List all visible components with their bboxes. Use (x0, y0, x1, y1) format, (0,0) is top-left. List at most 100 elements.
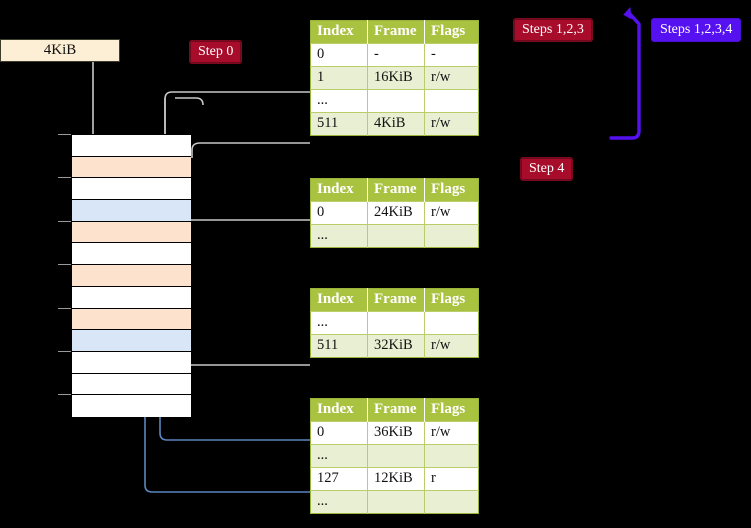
cell-index: ... (310, 311, 368, 335)
badge-step-0-label: Step 0 (198, 44, 234, 59)
column-header-flags: Flags (424, 398, 479, 422)
memory-frame-row (72, 178, 191, 201)
memory-tick-mark (58, 394, 71, 396)
connector-table2-elbow (178, 308, 310, 366)
source-size-label: 4KiB (43, 42, 77, 58)
cell-index: 0 (310, 43, 368, 67)
cell-flags: - (424, 43, 479, 67)
cell-frame: 36KiB (367, 421, 425, 445)
page-table-1-header-row: Index Frame Flags (310, 178, 479, 202)
cell-flags: r (424, 467, 479, 491)
connector-table1-elbow (178, 219, 310, 252)
cell-index: ... (310, 224, 368, 248)
memory-frame-row (72, 135, 191, 157)
memory-tick-mark (58, 177, 71, 179)
column-header-frame: Frame (367, 20, 425, 44)
badge-step-0: Step 0 (189, 40, 243, 64)
cell-index: 511 (310, 334, 368, 358)
physical-memory-column (71, 134, 191, 417)
page-table-2-header-row: Index Frame Flags (310, 288, 479, 312)
column-header-flags: Flags (424, 178, 479, 202)
cell-flags (424, 224, 479, 248)
cell-flags: r/w (424, 201, 479, 225)
cell-index: ... (310, 490, 368, 514)
column-header-index: Index (310, 288, 368, 312)
cell-index: 127 (310, 467, 368, 491)
column-header-index: Index (310, 398, 368, 422)
memory-tick-mark (58, 350, 71, 352)
badge-step-4-label: Step 4 (529, 161, 565, 176)
cell-flags: r/w (424, 421, 479, 445)
memory-frame-row (72, 330, 191, 352)
memory-frame-row (72, 156, 191, 179)
cell-frame (367, 89, 425, 113)
page-table-row: ... (310, 444, 479, 468)
cell-flags: r/w (424, 66, 479, 90)
badge-step-4: Step 4 (520, 157, 574, 181)
badge-steps-123: Steps 1,2,3 (513, 18, 593, 42)
column-header-frame: Frame (367, 398, 425, 422)
column-header-frame: Frame (367, 178, 425, 202)
cell-frame (367, 311, 425, 335)
memory-tick-mark (58, 264, 71, 266)
cell-frame: 12KiB (367, 467, 425, 491)
cell-index: 0 (310, 421, 368, 445)
memory-tick-mark (58, 134, 71, 135)
memory-frame-row (72, 308, 191, 331)
column-header-frame: Frame (367, 288, 425, 312)
cell-flags: r/w (424, 334, 479, 358)
page-table-row: 0-- (310, 43, 479, 67)
page-table-row: ... (310, 311, 479, 335)
cell-index: 1 (310, 66, 368, 90)
page-table-row: ... (310, 224, 479, 248)
badge-steps-1234-label: Steps 1,2,3,4 (660, 22, 733, 37)
cell-frame (367, 490, 425, 514)
column-header-index: Index (310, 20, 368, 44)
cell-frame: 32KiB (367, 334, 425, 358)
memory-frame-row (72, 351, 191, 374)
column-header-flags: Flags (424, 20, 479, 44)
cell-flags: r/w (424, 112, 479, 136)
cell-flags (424, 490, 479, 514)
memory-frame-row (72, 200, 191, 222)
memory-frame-row (72, 395, 191, 417)
source-size-box: 4KiB (0, 39, 120, 62)
cell-index: ... (310, 444, 368, 468)
cell-index: 511 (310, 112, 368, 136)
cell-frame: 4KiB (367, 112, 425, 136)
cell-frame: 16KiB (367, 66, 425, 90)
memory-frame-row (72, 265, 191, 287)
memory-frame-row (72, 373, 191, 396)
column-header-index: Index (310, 178, 368, 202)
purple-bracket-arrow (609, 6, 641, 140)
cell-frame: - (367, 43, 425, 67)
memory-frame-row (72, 243, 191, 266)
column-header-flags: Flags (424, 288, 479, 312)
page-table-0-header-row: Index Frame Flags (310, 20, 479, 44)
cell-index: ... (310, 89, 368, 113)
cell-frame (367, 224, 425, 248)
cell-frame (367, 444, 425, 468)
page-table-3-header-row: Index Frame Flags (310, 398, 479, 422)
connector-memory-to-table1 (177, 140, 310, 167)
cell-flags (424, 311, 479, 335)
badge-steps-1234: Steps 1,2,3,4 (651, 18, 742, 42)
memory-frame-row (72, 221, 191, 244)
cell-index: 0 (310, 201, 368, 225)
cell-flags (424, 89, 479, 113)
